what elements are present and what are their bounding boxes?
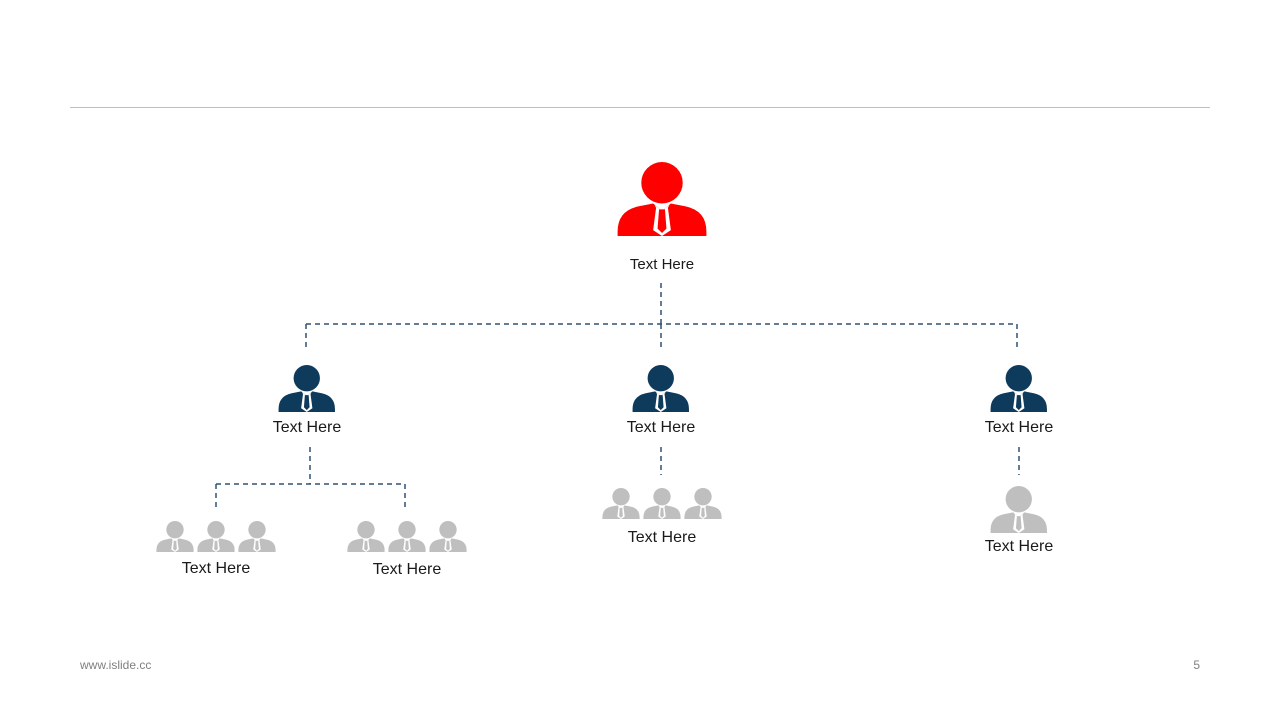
person-in-suit-icon: [278, 365, 336, 412]
person-in-suit-icon: [990, 486, 1048, 533]
org-node-top-label: Text Here: [629, 256, 695, 273]
org-node-mid-left-label: Text Here: [272, 419, 342, 436]
footer-url[interactable]: www.islide.cc: [80, 658, 152, 672]
person-in-suit-icon: [643, 488, 681, 519]
org-node-mid-right-label: Text Here: [984, 419, 1054, 436]
person-in-suit-icon: [197, 521, 235, 552]
org-node-mid-center: Text Here: [627, 365, 695, 437]
org-group-center-label: Text Here: [627, 529, 697, 546]
people-group-icon: [602, 488, 722, 519]
person-in-suit-icon: [990, 365, 1048, 412]
person-in-suit-icon: [684, 488, 722, 519]
page-number: 5: [1193, 658, 1200, 672]
org-group-center: Text Here: [602, 488, 722, 547]
person-in-suit-icon: [347, 521, 385, 552]
org-group-right: Text Here: [985, 486, 1053, 556]
people-group-icon: [156, 521, 276, 552]
org-node-mid-center-label: Text Here: [626, 419, 696, 436]
person-in-suit-icon: [388, 521, 426, 552]
person-in-suit-icon: [632, 365, 690, 412]
org-node-top: Text Here: [617, 162, 707, 273]
org-group-left-a-label: Text Here: [181, 560, 251, 577]
person-in-suit-icon: [429, 521, 467, 552]
person-in-suit-icon: [602, 488, 640, 519]
person-in-suit-icon: [156, 521, 194, 552]
org-group-right-label: Text Here: [984, 538, 1054, 555]
org-node-mid-left: Text Here: [273, 365, 341, 437]
person-in-suit-icon: [238, 521, 276, 552]
person-in-suit-icon: [617, 162, 707, 236]
org-group-left-b-label: Text Here: [372, 561, 442, 578]
org-group-left-a: Text Here: [156, 521, 276, 578]
org-node-mid-right: Text Here: [985, 365, 1053, 437]
people-group-icon: [347, 521, 467, 552]
header-rule: [70, 107, 1210, 108]
org-group-left-b: Text Here: [347, 521, 467, 579]
